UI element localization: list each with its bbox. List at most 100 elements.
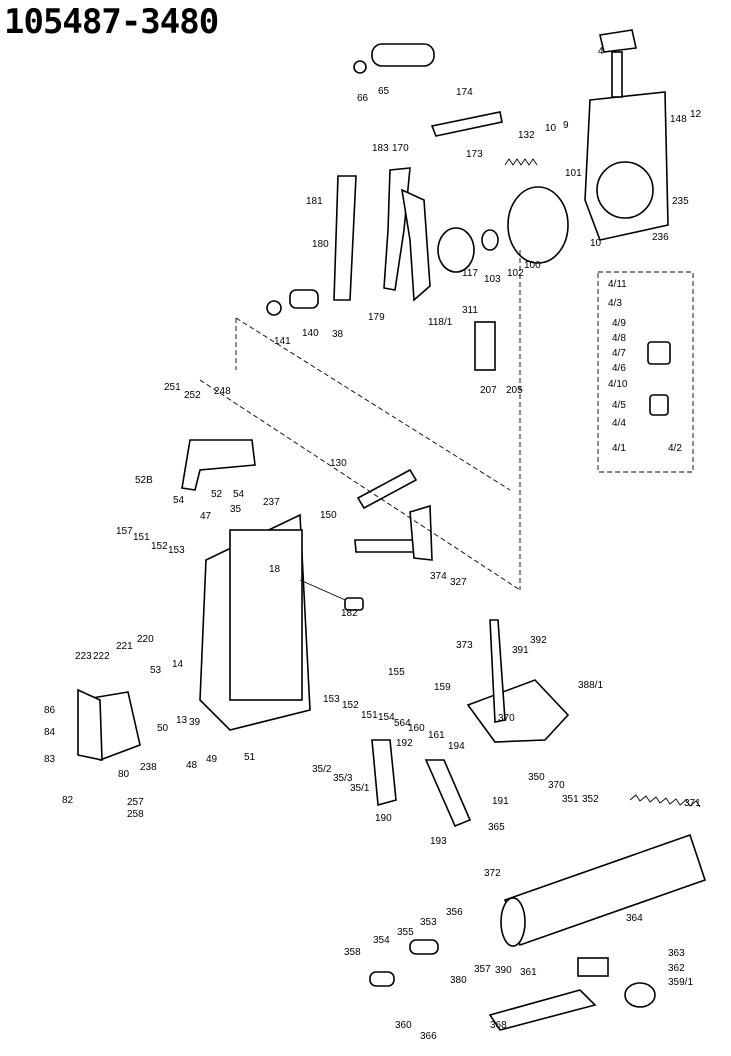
part-number-label: 352 — [582, 794, 599, 805]
part-number-label: 4/2 — [668, 443, 682, 454]
part-number-label: 102 — [507, 268, 524, 279]
part-number-label: 351 — [562, 794, 579, 805]
part-number-label: 52 — [211, 489, 223, 500]
part-number-label: 368 — [490, 1020, 507, 1031]
part-number-label: 392 — [530, 635, 547, 646]
part-number-label: 564 — [394, 718, 411, 729]
part-number-label: 148 — [670, 114, 687, 125]
part-number-label: 4/8 — [612, 333, 626, 344]
part-number-label: 80 — [118, 769, 130, 780]
part-number-label: 4/6 — [612, 363, 626, 374]
part-number-label: 141 — [274, 336, 291, 347]
part-number-label: 207 — [480, 385, 497, 396]
part-number-label: 18 — [269, 564, 281, 575]
part-number-label: 194 — [448, 741, 465, 752]
part-number-label: 49 — [206, 754, 218, 765]
part-number-label: 152 — [151, 541, 168, 552]
part-number-label: 38 — [332, 329, 344, 340]
part-number-label: 150 — [320, 510, 337, 521]
part-number-label: 180 — [312, 239, 329, 250]
part-number-label: 182 — [341, 608, 358, 619]
part-number-label: 221 — [116, 641, 133, 652]
part-number-label: 52B — [135, 475, 153, 486]
part-number-label: 153 — [168, 545, 185, 556]
part-number-label: 48 — [186, 760, 198, 771]
part-number-label: 353 — [420, 917, 437, 928]
part-number-label: 157 — [116, 526, 133, 537]
part-number-label: 83 — [44, 754, 56, 765]
part-number-label: 354 — [373, 935, 390, 946]
part-number-label: 370 — [548, 780, 565, 791]
part-number-label: 220 — [137, 634, 154, 645]
part-number-label: 66 — [357, 93, 369, 104]
part-number-label: 192 — [396, 738, 413, 749]
part-number-label: 380 — [450, 975, 467, 986]
part-number-label: 84 — [44, 727, 56, 738]
part-number-label: 362 — [668, 963, 685, 974]
part-number-label: 35/2 — [312, 764, 332, 775]
part-number-label: 12 — [690, 109, 702, 120]
part-number-label: 152 — [342, 700, 359, 711]
part-number-label: 10 — [590, 238, 602, 249]
part-number-label: 65 — [378, 86, 390, 97]
part-number-label: 388/1 — [578, 680, 603, 691]
part-number-label: 47 — [200, 511, 212, 522]
part-number-label: 50 — [157, 723, 169, 734]
part-number-label: 238 — [140, 762, 157, 773]
part-number-label: 10 — [545, 123, 557, 134]
part-number-label: 86 — [44, 705, 56, 716]
part-number-label: 370 — [498, 713, 515, 724]
part-number-label: 4/4 — [612, 418, 626, 429]
part-number-label: 361 — [520, 967, 537, 978]
part-number-label: 118/1 — [428, 317, 453, 328]
part-number-label: 4/7 — [612, 348, 626, 359]
part-number-label: 251 — [164, 382, 181, 393]
part-number-label: 223 — [75, 651, 92, 662]
part-number-label: 82 — [62, 795, 74, 806]
part-number-label: 4/10 — [608, 379, 628, 390]
part-number-label: 54 — [173, 495, 185, 506]
part-number-label: 160 — [408, 723, 425, 734]
part-number-label: 117 — [462, 268, 478, 279]
part-number-label: 179 — [368, 312, 385, 323]
part-number-label: 103 — [484, 274, 501, 285]
part-number-label: 252 — [184, 390, 201, 401]
part-number-label: 365 — [488, 822, 505, 833]
part-number-label: 100 — [524, 260, 541, 271]
part-number-label: 35/3 — [333, 773, 353, 784]
part-number-label: 237 — [263, 497, 280, 508]
part-number-label: 350 — [528, 772, 545, 783]
part-number-label: 35/1 — [350, 783, 370, 794]
part-number-label: 355 — [397, 927, 414, 938]
part-number-label: 159 — [434, 682, 451, 693]
part-number-label: 132 — [518, 130, 535, 141]
part-number-label: 101 — [565, 168, 582, 179]
part-number-label: 366 — [420, 1031, 437, 1042]
part-number-label: 151 — [133, 532, 150, 543]
part-number-label: 374 — [430, 571, 447, 582]
part-number-label: 153 — [323, 694, 340, 705]
part-number-label: 356 — [446, 907, 463, 918]
part-number-label: 360 — [395, 1020, 412, 1031]
part-number-label: 170 — [392, 143, 409, 154]
part-number-label: 327 — [450, 577, 467, 588]
part-number-label: 155 — [388, 667, 405, 678]
part-number-label: 222 — [93, 651, 110, 662]
part-number-label: 373 — [456, 640, 473, 651]
part-number-label: 181 — [306, 196, 323, 207]
part-number-label: 364 — [626, 913, 643, 924]
part-number-label: 372 — [484, 868, 501, 879]
part-number-label: 236 — [652, 232, 669, 243]
part-number-label: 257 — [127, 797, 144, 808]
part-number-label: 371 — [684, 798, 701, 809]
part-number-label: 193 — [430, 836, 447, 847]
part-number-label: 35 — [230, 504, 242, 515]
part-number-label: 183 — [372, 143, 389, 154]
part-number-label: 4/9 — [612, 318, 626, 329]
part-number-label: 4/3 — [608, 298, 622, 309]
part-number-label: 205 — [506, 385, 523, 396]
part-number-label: 9 — [563, 120, 569, 131]
part-number-label: 53 — [150, 665, 162, 676]
part-number-label: 390 — [495, 965, 512, 976]
